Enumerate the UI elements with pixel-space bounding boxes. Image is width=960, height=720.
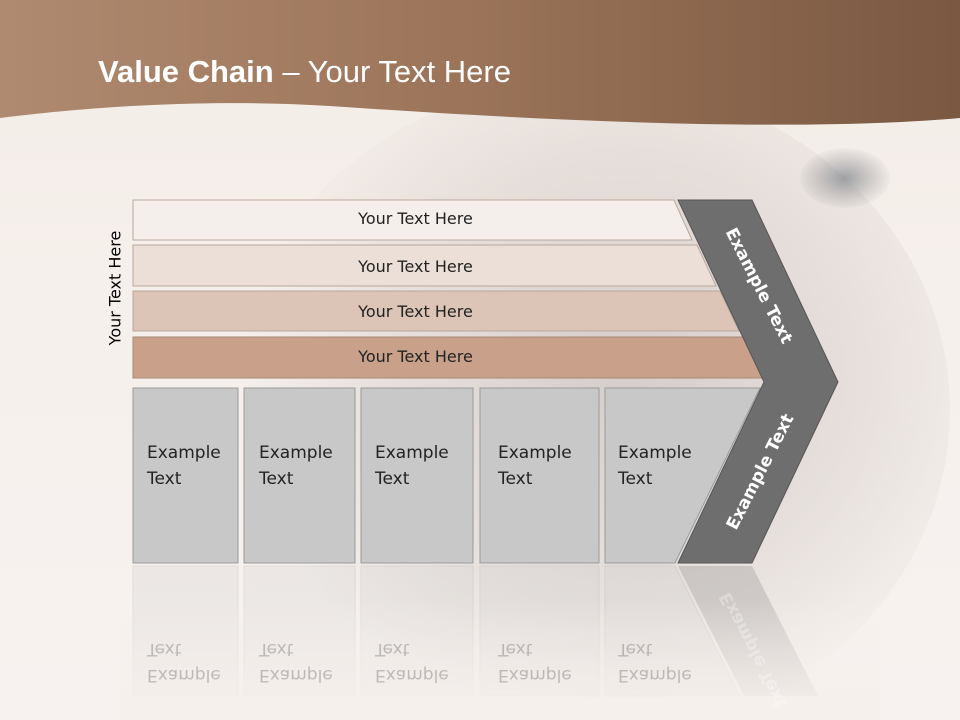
title-band	[0, 0, 960, 125]
title-rest: – Your Text Here	[273, 54, 511, 89]
bar-2-label: Your Text Here	[358, 257, 473, 276]
background-eye	[800, 148, 890, 208]
bar-3-label: Your Text Here	[358, 302, 473, 321]
box-5	[604, 387, 761, 564]
box-3	[360, 387, 474, 564]
bar-2	[132, 244, 717, 287]
reflection-fade	[120, 600, 880, 720]
title-bold: Value Chain	[98, 54, 274, 89]
bar-4-label: Your Text Here	[358, 347, 473, 366]
box-1	[132, 387, 239, 564]
slide-title: Value Chain – Your Text Here	[98, 54, 511, 90]
box-4	[479, 387, 600, 564]
chevron-shape	[677, 199, 839, 564]
bar-1	[132, 199, 693, 241]
bar-3	[132, 290, 740, 332]
bar-1-label: Your Text Here	[358, 209, 473, 228]
box-2	[243, 387, 356, 564]
